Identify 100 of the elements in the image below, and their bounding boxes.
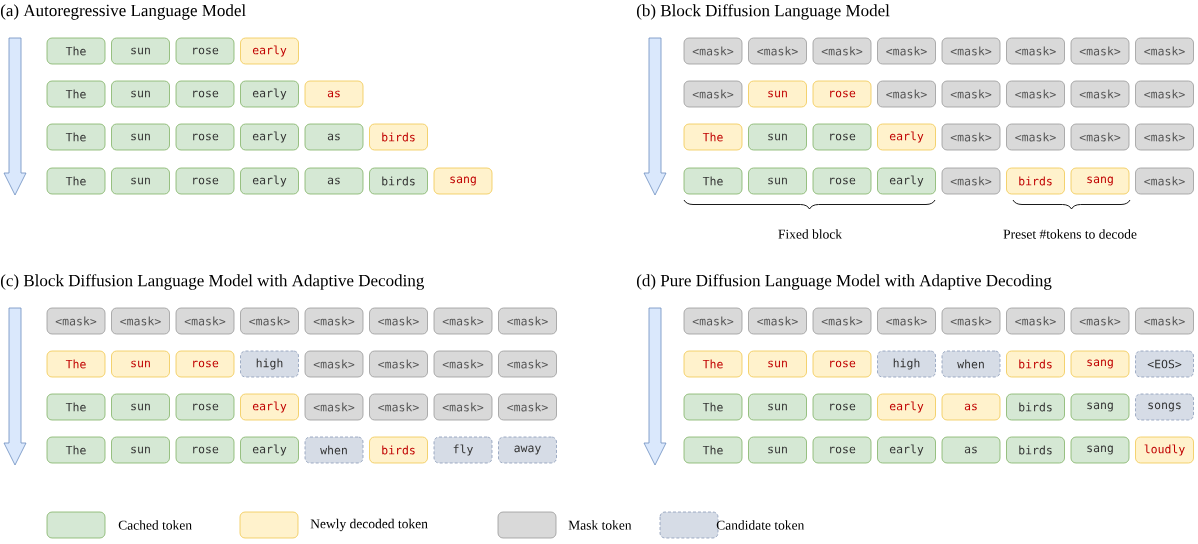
- token-box: sang: [1070, 436, 1130, 464]
- token-box: as: [304, 80, 364, 108]
- token-box: <mask>: [1135, 37, 1194, 65]
- panel-title: (b) Block Diffusion Language Model: [636, 4, 890, 20]
- token-box: birds: [1006, 393, 1065, 421]
- token-box: sun: [748, 80, 807, 108]
- token-box: <mask>: [877, 307, 936, 335]
- token-box: The: [683, 123, 743, 151]
- panel-title: (d) Pure Diffusion Language Model with Adaptive Decoding: [636, 274, 1052, 290]
- token-box: The: [46, 37, 106, 65]
- token-box: <mask>: [111, 307, 170, 335]
- panel-title: (c) Block Diffusion Language Model with Adaptive Decoding: [0, 274, 424, 290]
- token-box: <mask>: [1070, 123, 1130, 151]
- token-box: <mask>: [175, 307, 235, 335]
- token-box: birds: [369, 436, 428, 464]
- token-box: as: [304, 123, 364, 151]
- token-box: sang: [1070, 167, 1130, 195]
- token-box: high: [877, 350, 936, 378]
- token-box: early: [240, 80, 299, 108]
- token-box: The: [46, 167, 106, 195]
- token-box: when: [304, 436, 364, 464]
- token-box: <mask>: [877, 80, 936, 108]
- token-box: <mask>: [304, 393, 364, 421]
- token-box: <mask>: [433, 393, 493, 421]
- token-box: <mask>: [941, 307, 1001, 335]
- token-box: rose: [812, 167, 872, 195]
- token-box: rose: [175, 436, 235, 464]
- token-box: early: [240, 436, 299, 464]
- legend-label: Mask token: [568, 520, 632, 530]
- token-box: rose: [812, 123, 872, 151]
- token-box: sang: [1070, 350, 1130, 378]
- token-box: <mask>: [498, 307, 557, 335]
- token-box: <mask>: [941, 123, 1001, 151]
- token-box: as: [941, 436, 1001, 464]
- token-box: <mask>: [1006, 37, 1065, 65]
- token-box: <mask>: [812, 37, 872, 65]
- token-box: <mask>: [1070, 80, 1130, 108]
- token-box: <mask>: [1070, 37, 1130, 65]
- token-box: rose: [175, 393, 235, 421]
- token-box: early: [240, 37, 299, 65]
- token-box: <mask>: [1070, 307, 1130, 335]
- brace-label: Fixed block: [778, 229, 843, 239]
- token-box: <mask>: [877, 37, 936, 65]
- token-box: <mask>: [498, 393, 557, 421]
- token-box: <mask>: [369, 307, 428, 335]
- panel-title: (a) Autoregressive Language Model: [0, 4, 246, 20]
- token-box: <mask>: [433, 307, 493, 335]
- token-box: <mask>: [1135, 307, 1194, 335]
- token-box: <mask>: [1006, 307, 1065, 335]
- token-box: when: [941, 350, 1001, 378]
- token-box: birds: [1006, 436, 1065, 464]
- token-box: sun: [111, 80, 170, 108]
- token-box: sun: [748, 167, 807, 195]
- token-box: early: [877, 167, 936, 195]
- token-box: <EOS>: [1135, 350, 1194, 378]
- token-box: rose: [812, 436, 872, 464]
- token-box: The: [683, 436, 743, 464]
- token-box: high: [240, 350, 299, 378]
- token-box: <mask>: [304, 307, 364, 335]
- token-box: <mask>: [748, 307, 807, 335]
- token-box: early: [877, 393, 936, 421]
- token-box: <mask>: [683, 80, 743, 108]
- token-box: sun: [111, 37, 170, 65]
- legend-label: Candidate token: [716, 520, 805, 530]
- brace-label: Preset #tokens to decode: [1003, 229, 1137, 239]
- token-box: <mask>: [941, 37, 1001, 65]
- token-box: The: [46, 80, 106, 108]
- token-box: rose: [175, 37, 235, 65]
- token-box: early: [240, 393, 299, 421]
- token-box: <mask>: [1006, 123, 1065, 151]
- token-box: songs: [1135, 393, 1194, 421]
- token-box: <mask>: [369, 393, 428, 421]
- token-box: early: [240, 123, 299, 151]
- token-box: birds: [1006, 167, 1065, 195]
- token-box: The: [46, 393, 106, 421]
- token-box: <mask>: [304, 350, 364, 378]
- token-box: <mask>: [1135, 167, 1194, 195]
- token-box: <mask>: [1135, 80, 1194, 108]
- token-box: sun: [111, 436, 170, 464]
- token-box: early: [877, 123, 936, 151]
- token-box: <mask>: [941, 80, 1001, 108]
- legend-label: Newly decoded token: [310, 518, 428, 532]
- token-box: The: [683, 167, 743, 195]
- token-box: <mask>: [812, 307, 872, 335]
- token-box: birds: [369, 123, 428, 151]
- token-box: <mask>: [683, 37, 743, 65]
- token-box: <mask>: [369, 350, 428, 378]
- token-box: rose: [175, 80, 235, 108]
- token-box: <mask>: [941, 167, 1001, 195]
- token-box: away: [498, 436, 557, 464]
- token-box: <mask>: [1006, 80, 1065, 108]
- token-box: sang: [1070, 393, 1130, 421]
- token-box: The: [46, 436, 106, 464]
- token-box: birds: [1006, 350, 1065, 378]
- token-box: The: [46, 123, 106, 151]
- token-box: rose: [812, 350, 872, 378]
- token-box: <mask>: [748, 37, 807, 65]
- token-box: The: [683, 393, 743, 421]
- token-box: sun: [111, 123, 170, 151]
- token-box: rose: [812, 80, 872, 108]
